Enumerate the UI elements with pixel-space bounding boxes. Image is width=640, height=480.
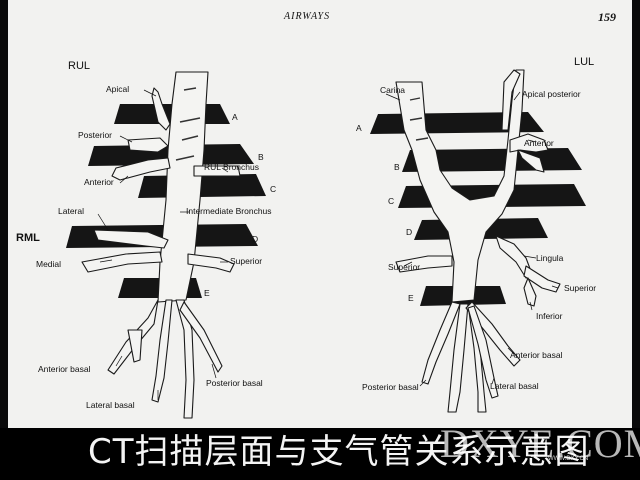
basal-subbranch [127,329,143,363]
left-leader-lines [385,91,559,387]
watermark-url: WWW.DXY.CN [548,456,589,462]
label-posterior-basal-left: Posterior basal [362,382,419,392]
label-anterior-basal-left: Anterior basal [510,350,563,360]
right-leader-lines [97,89,229,400]
posterior-branch [127,137,169,153]
section-header: AIRWAYS [284,11,331,22]
trachea-shading [409,97,429,141]
label-lateral-basal-right: Lateral basal [86,400,135,410]
label-apical-posterior: Apical posterior [522,89,581,99]
page-number: 159 [598,10,616,24]
label-posterior: Posterior [78,130,113,140]
level-label-left-a: A [356,123,362,133]
label-superior-left-b: Superior [564,283,597,293]
label-anterior: Anterior [84,177,114,187]
right-lung-diagram [66,71,266,419]
watermark-logo: DXYE.COM [440,421,640,466]
lateral-basal-branch [151,299,173,403]
label-posterior-basal-right: Posterior basal [206,378,263,388]
level-label-right-a: A [232,112,238,122]
label-rul-bronchus: RUL Bronchus [204,162,259,172]
anterior-subbranch [517,149,545,173]
bronchial-tree-ct-levels-diagram [66,69,586,419]
level-label-left-e: E [408,293,414,303]
rul-bronchus [193,165,241,177]
label-carina: Carina [380,85,406,95]
superior-branch-left-lower [395,255,453,273]
label-anterior-basal-right: Anterior basal [38,364,91,374]
level-label-right-d: D [252,234,259,244]
label-intermediate-bronchus: Intermediate Bronchus [186,206,272,216]
label-anterior-left: Anterior [524,138,554,148]
superior-branch-right [187,253,235,273]
label-inferior: Inferior [536,311,563,321]
label-superior-left-a: Superior [388,262,421,272]
anterior-branch-left [509,133,549,153]
label-medial: Medial [36,259,62,269]
caption-bar [0,428,640,480]
basal-central-branch-1 [447,303,469,413]
caption-title: CT扫描层面与支气管关系示意图 [88,432,590,472]
rml-heading: RML [16,232,40,244]
level-label-right-c: C [270,184,277,194]
apical-posterior-branch [501,69,521,131]
rul-heading: RUL [68,60,91,72]
level-label-right-b: B [258,152,264,162]
apical-branch [151,87,171,131]
medial-branch [81,251,163,273]
label-lingula: Lingula [536,253,564,263]
superior-lingular-branch [523,265,561,293]
lul-heading: LUL [574,56,595,68]
posterior-basal-branch [179,301,223,373]
level-label-left-b: B [394,162,400,172]
right-main-bronchus [157,71,209,303]
textbook-page: AIRWAYS 159 [8,0,632,428]
left-main-bronchus [395,69,525,303]
label-apical: Apical [106,84,130,94]
bronchus-shading [175,87,201,161]
lateral-basal-branch-left [467,305,499,399]
level-label-left-d: D [406,227,413,237]
posterior-basal-branch-left [421,301,461,385]
label-lateral: Lateral [58,206,84,216]
lateral-branch [93,229,169,249]
label-lateral-basal-left: Lateral basal [490,381,539,391]
level-label-left-c: C [388,196,395,206]
level-label-right-e: E [204,288,210,298]
left-lung-diagram [370,69,586,413]
anterior-branch [111,157,171,181]
label-superior-right: Superior [230,256,263,266]
